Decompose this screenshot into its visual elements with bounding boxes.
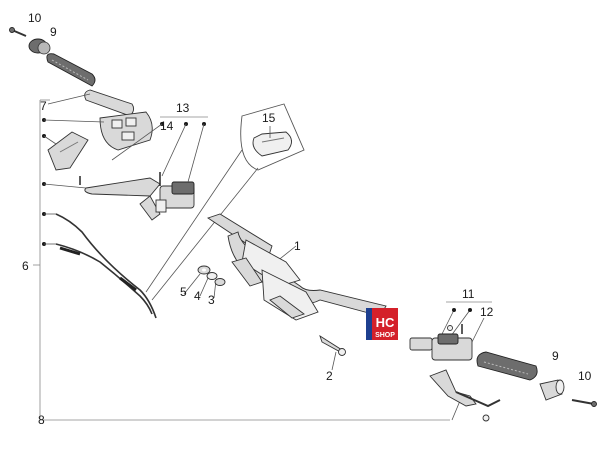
control-cables [55, 213, 157, 319]
logo-line1: HC [376, 315, 395, 330]
callout-labels: 10 9 7 6 8 13 14 15 1 2 5 4 3 11 12 9 10 [22, 11, 592, 427]
rear-brake-master-cylinder [155, 172, 195, 213]
callout-6: 6 [22, 259, 29, 273]
callout-9-right: 9 [552, 349, 559, 363]
callout-3: 3 [208, 293, 215, 307]
callout-10-top: 10 [28, 11, 42, 25]
handlebar-bolt [319, 334, 346, 356]
logo-line2: SHOP [375, 332, 395, 339]
left-bar-end-weight [28, 38, 51, 55]
throttle-tube [84, 89, 135, 117]
handlebar [206, 213, 387, 321]
left-hand-cover [47, 131, 89, 171]
detail-inset-15 [240, 103, 305, 171]
front-brake-master-cylinder [409, 324, 473, 361]
hc-shop-logo: HC SHOP [366, 308, 398, 340]
left-switch-housing [99, 111, 153, 151]
callout-1: 1 [294, 239, 301, 253]
callout-15: 15 [262, 111, 276, 125]
callout-5: 5 [180, 285, 187, 299]
callout-8: 8 [38, 413, 45, 427]
callout-7: 7 [40, 99, 47, 113]
right-bar-end-screw [571, 399, 597, 407]
callout-9-top: 9 [50, 25, 57, 39]
bracket-group-6 [33, 99, 450, 421]
callout-11: 11 [462, 287, 475, 301]
callout-13: 13 [176, 101, 190, 115]
nut-washer-set [197, 265, 226, 286]
callout-10-right: 10 [578, 369, 592, 383]
right-grip [476, 351, 538, 381]
right-brake-lever [429, 369, 501, 422]
left-brake-lever [84, 177, 161, 221]
left-grip [46, 53, 96, 87]
left-bar-end-screw [9, 27, 27, 37]
right-bar-end-weight [539, 379, 565, 401]
callout-2: 2 [326, 369, 333, 383]
callout-14: 14 [160, 119, 174, 133]
callout-12: 12 [480, 305, 494, 319]
callout-4: 4 [194, 289, 201, 303]
bracket-group-11 [446, 301, 492, 312]
